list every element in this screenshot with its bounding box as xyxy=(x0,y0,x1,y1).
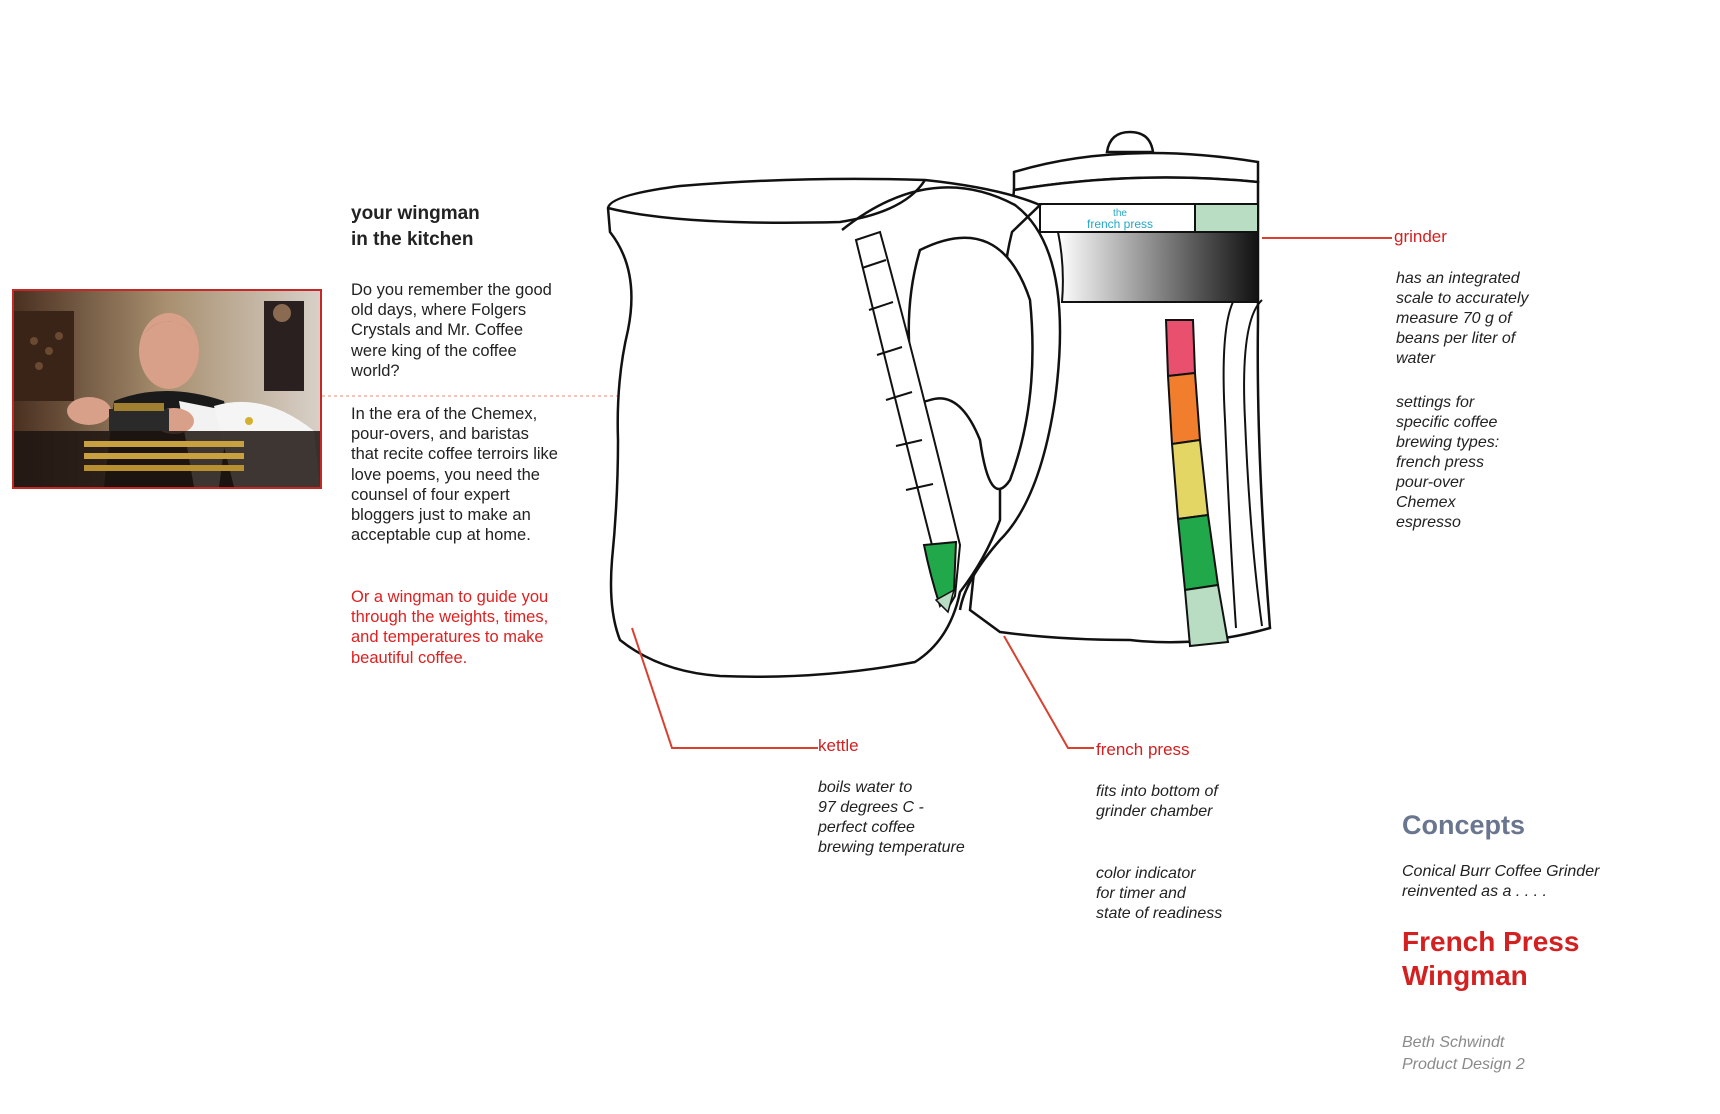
course-name: Product Design 2 xyxy=(1402,1056,1525,1073)
french-press-leader-line xyxy=(1003,635,1094,749)
grinder-mint-band xyxy=(1194,203,1259,235)
indicator-mint xyxy=(1183,583,1230,648)
kettle-label: kettle xyxy=(818,736,859,755)
kettle-leader-line xyxy=(631,627,818,749)
product-name: French Press Wingman xyxy=(1402,925,1579,993)
intro-heading: your wingman in the kitchen xyxy=(351,201,480,253)
grinder-knob xyxy=(1105,130,1155,154)
product-name-line1: French Press xyxy=(1402,926,1580,957)
grinder-description-1: has an integrated scale to accurately me… xyxy=(1396,270,1529,367)
french-press-label: french press xyxy=(1096,740,1190,759)
french-press-description-1: fits into bottom of grinder chamber xyxy=(1096,783,1218,820)
intro-heading-line2: in the kitchen xyxy=(351,229,474,250)
indicator-orange xyxy=(1166,371,1202,446)
intro-paragraph-2: In the era of the Chemex, pour-overs, an… xyxy=(351,405,558,545)
barista-photo xyxy=(12,289,322,489)
indicator-pink xyxy=(1164,319,1197,378)
french-press-description-2: color indicator for timer and state of r… xyxy=(1096,865,1223,922)
device-logo-line2: french press xyxy=(1087,217,1153,231)
concepts-subtitle: Conical Burr Coffee Grinder reinvented a… xyxy=(1402,863,1600,900)
color-indicator xyxy=(1164,319,1230,648)
intro-paragraph-1: Do you remember the good old days, where… xyxy=(351,281,552,380)
kettle-description: boils water to 97 degrees C - perfect co… xyxy=(818,779,965,856)
intro-heading-line1: your wingman xyxy=(351,203,480,224)
device-logo-line1: the xyxy=(1113,208,1127,219)
author-name: Beth Schwindt xyxy=(1402,1034,1505,1051)
grinder-description-2: settings for specific coffee brewing typ… xyxy=(1396,394,1500,531)
product-name-line2: Wingman xyxy=(1402,960,1528,991)
intro-paragraph-3: Or a wingman to guide you through the we… xyxy=(351,588,549,667)
grinder-gradient-band xyxy=(1056,231,1259,303)
author-block: Beth Schwindt Product Design 2 xyxy=(1402,1032,1525,1076)
kettle-drawing xyxy=(606,177,1062,678)
grinder-label: grinder xyxy=(1394,227,1447,246)
concepts-title: Concepts xyxy=(1402,810,1526,840)
